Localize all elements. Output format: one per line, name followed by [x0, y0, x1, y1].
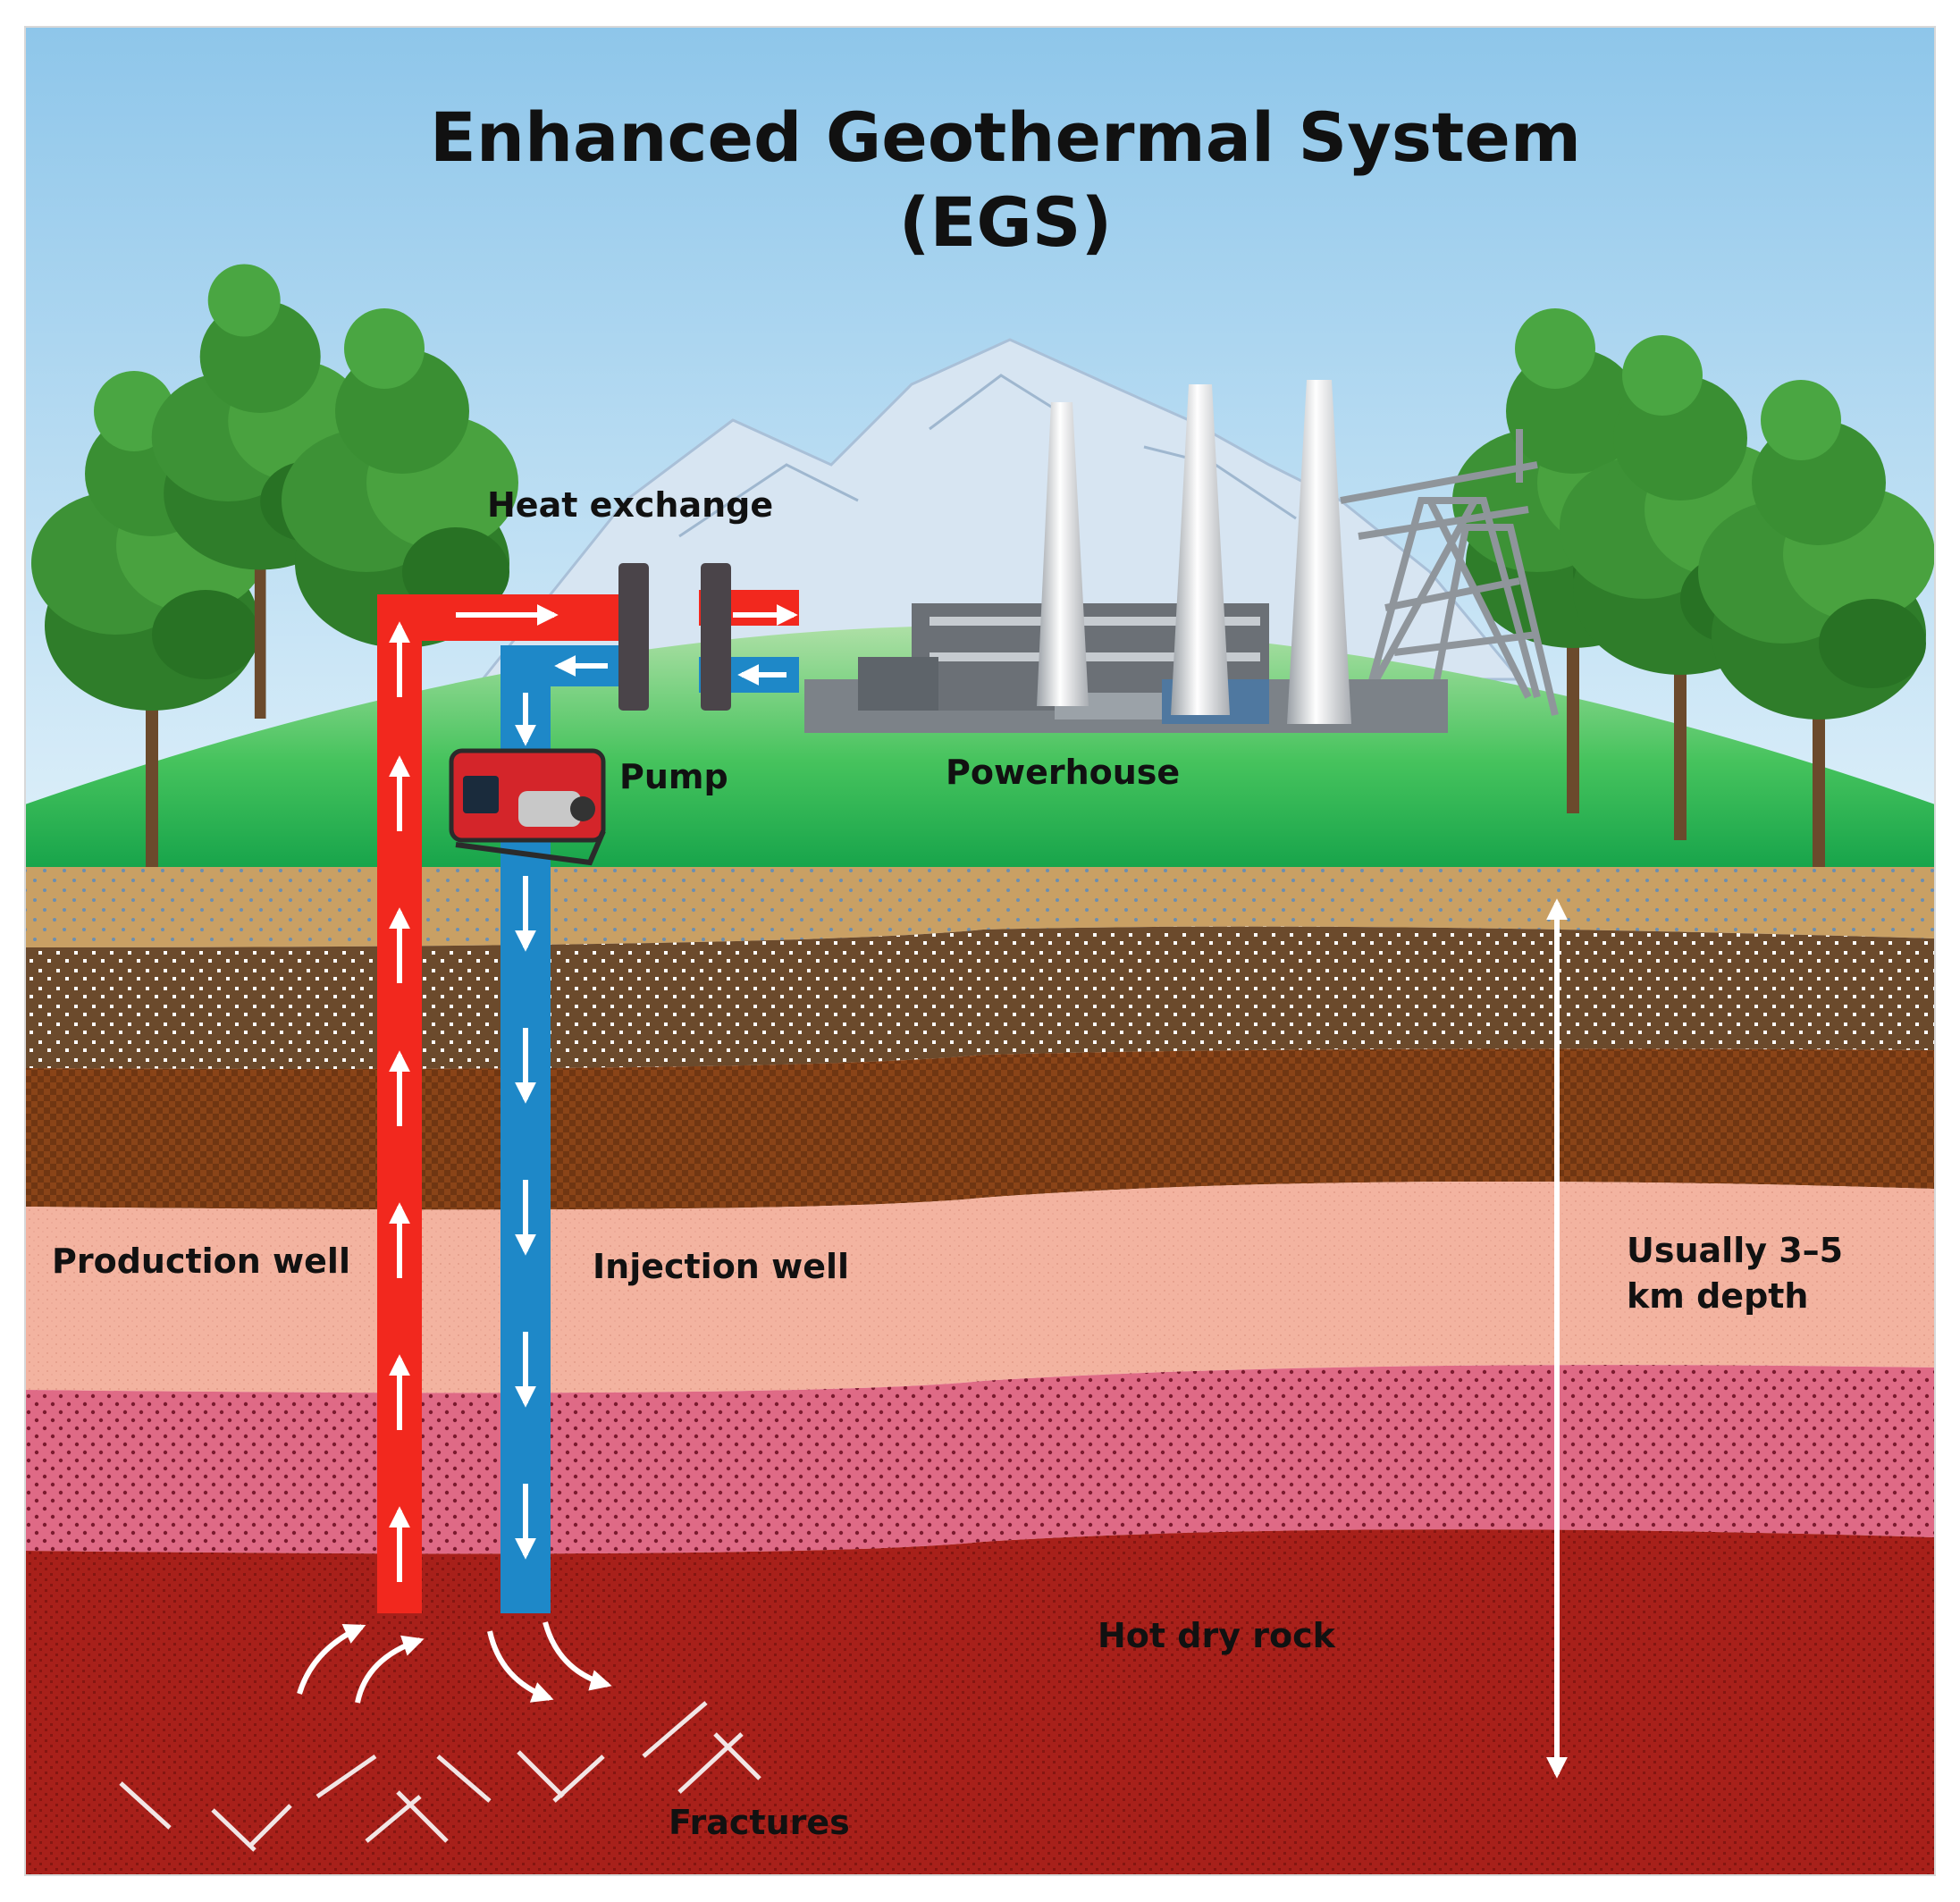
title-line-1: Enhanced Geothermal System [430, 97, 1581, 177]
label-depth-line-1: Usually 3–5 [1627, 1231, 1843, 1270]
label-powerhouse: Powerhouse [946, 753, 1180, 792]
heat-exchanger [618, 563, 731, 711]
label-depth-line-2: km depth [1627, 1276, 1809, 1316]
title-line-2: (EGS) [899, 182, 1113, 262]
smokestack-1 [1037, 402, 1089, 706]
flow-arrows [297, 604, 798, 1704]
pump [449, 748, 606, 866]
smokestack-3 [1287, 380, 1351, 724]
label-hot-dry-rock: Hot dry rock [1098, 1616, 1336, 1655]
diagram-frame [24, 26, 1936, 1876]
label-pump: Pump [619, 757, 728, 796]
smokestack-2 [1171, 384, 1230, 715]
label-heat-exchange: Heat exchange [487, 485, 773, 525]
label-production-well: Production well [52, 1241, 350, 1281]
soil-layers [25, 867, 1935, 1875]
powerhouse [804, 380, 1448, 733]
label-injection-well: Injection well [593, 1247, 849, 1286]
fractures-lines [119, 1701, 761, 1852]
label-fractures: Fractures [669, 1803, 850, 1842]
transmission-tower [1340, 429, 1559, 716]
